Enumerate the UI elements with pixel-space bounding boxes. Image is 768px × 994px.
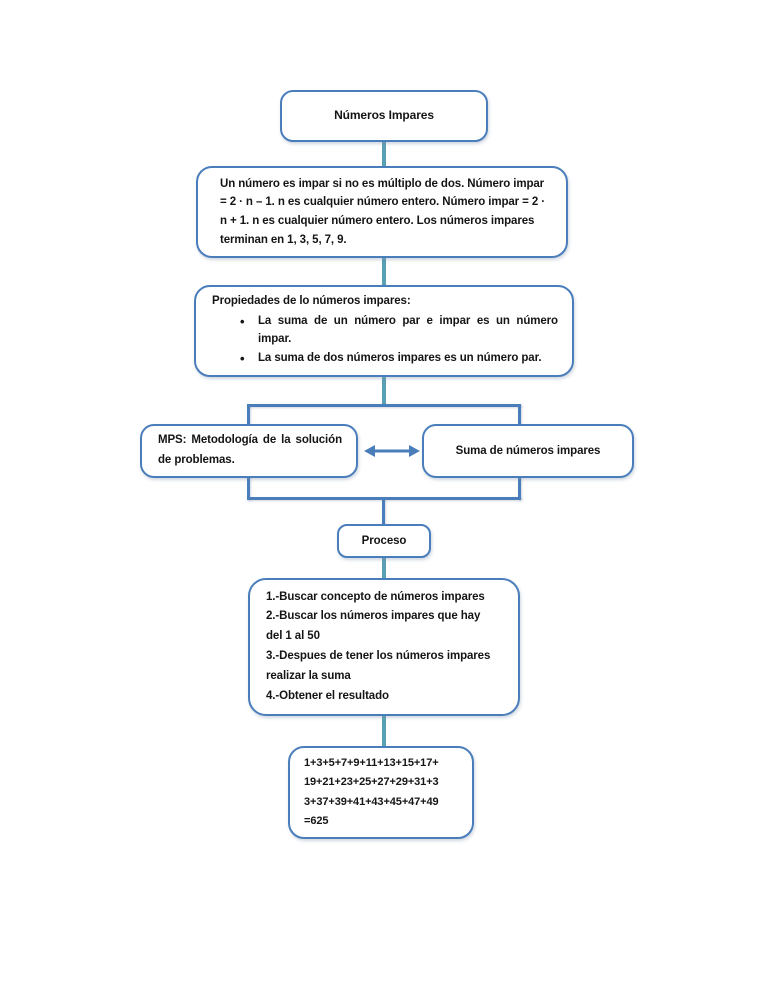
- properties-heading: Propiedades de lo números impares:: [212, 295, 411, 308]
- double-headed-arrow-icon: [364, 445, 420, 457]
- node-properties[interactable]: Propiedades de lo números impares: La su…: [194, 285, 574, 377]
- step-line-3: del 1 al 50: [266, 630, 320, 643]
- connector-proceso-to-steps: [382, 554, 386, 582]
- connector-title-to-definition: [382, 138, 386, 170]
- node-mps-label: MPS: Metodología de la solución de probl…: [158, 434, 342, 466]
- step-line-5: realizar la suma: [266, 669, 351, 682]
- node-definition[interactable]: Un número es impar si no es múltiplo de …: [196, 166, 568, 258]
- node-steps[interactable]: 1.-Buscar concepto de números impares 2.…: [248, 578, 520, 716]
- connector-definition-to-properties: [382, 254, 386, 289]
- definition-line-2: Número impar = 2 · n – 1. n es cualquier…: [220, 177, 545, 209]
- connector-merge-to-proceso: [382, 497, 385, 527]
- node-title-label: Números Impares: [334, 108, 434, 123]
- node-mps[interactable]: MPS: Metodología de la solución de probl…: [140, 424, 358, 478]
- result-line-1: 1+3+5+7+9+11+13+15+17+: [304, 757, 439, 769]
- split-bracket-right-drop: [518, 404, 521, 428]
- merge-bracket-right-rise: [518, 476, 521, 500]
- result-line-3: 3+37+39+41+43+45+47+49: [304, 795, 439, 808]
- step-line-6: 4.-Obtener el resultado: [266, 689, 389, 702]
- node-title[interactable]: Números Impares: [280, 90, 488, 142]
- definition-line-3: Número impar = 2 · n + 1. n es cualquier…: [220, 196, 545, 227]
- step-line-4: 3.-Despues de tener los números impares: [266, 650, 491, 662]
- node-suma[interactable]: Suma de números impares: [422, 424, 634, 478]
- node-proceso[interactable]: Proceso: [337, 524, 431, 558]
- result-line-4: =625: [304, 814, 329, 827]
- definition-line-4: Los números impares terminan en 1, 3, 5,…: [220, 215, 535, 246]
- merge-bracket-left-rise: [247, 476, 250, 500]
- node-proceso-label: Proceso: [361, 534, 407, 547]
- node-steps-text: 1.-Buscar concepto de números impares 2.…: [266, 588, 504, 707]
- definition-line-1: Un número es impar si no es múltiplo de …: [220, 177, 465, 190]
- result-line-2: 19+21+23+25+27+29+31+3: [304, 776, 439, 789]
- properties-bullet-list: La suma de un número par e impar es un n…: [212, 312, 558, 369]
- node-result-text: 1+3+5+7+9+11+13+15+17+ 19+21+23+25+27+29…: [304, 754, 460, 831]
- node-suma-label: Suma de números impares: [455, 444, 601, 457]
- connector-properties-to-split: [382, 373, 386, 406]
- split-bracket-left-drop: [247, 404, 250, 428]
- step-line-1: 1.-Buscar concepto de números impares: [266, 590, 485, 603]
- step-line-2: 2.-Buscar los números impares que hay: [266, 610, 481, 623]
- split-bracket-horizontal: [247, 404, 521, 407]
- connector-steps-to-result: [382, 712, 386, 750]
- properties-bullet-1: La suma de un número par e impar es un n…: [240, 312, 558, 349]
- node-result[interactable]: 1+3+5+7+9+11+13+15+17+ 19+21+23+25+27+29…: [288, 746, 474, 839]
- properties-bullet-2: La suma de dos números impares es un núm…: [240, 349, 558, 369]
- node-properties-text: Propiedades de lo números impares: La su…: [212, 293, 558, 368]
- node-definition-text: Un número es impar si no es múltiplo de …: [220, 175, 548, 250]
